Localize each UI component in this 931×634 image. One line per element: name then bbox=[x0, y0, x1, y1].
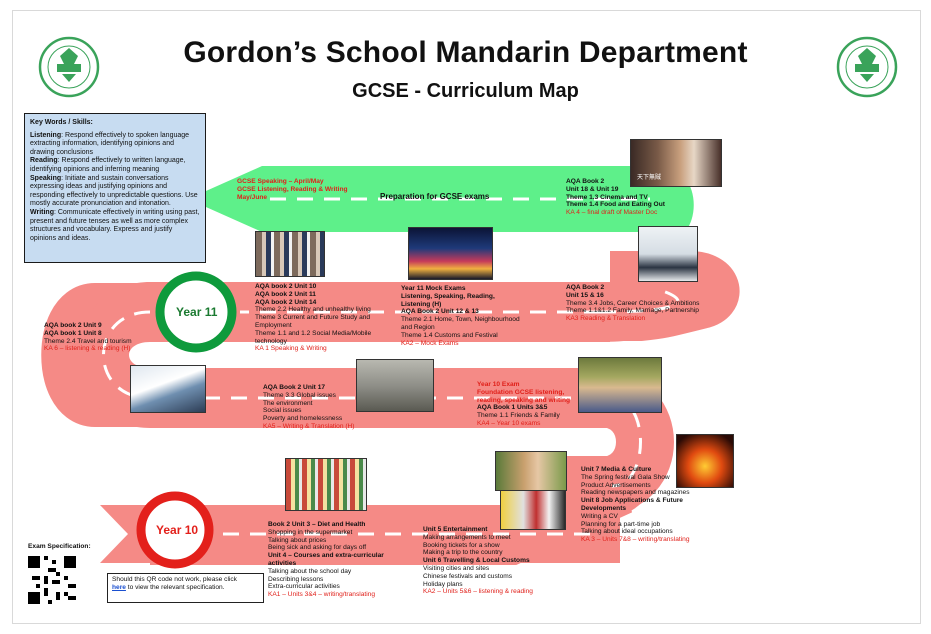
key-words-box: Key Words / Skills: Listening: Respond e… bbox=[24, 113, 206, 263]
job-interview-photo bbox=[638, 226, 698, 282]
key-word-writing: Writing: Communicate effectively in writ… bbox=[30, 208, 200, 242]
family-photo bbox=[578, 357, 662, 413]
units-10-14-block: AQA book 2 Unit 10 AQA book 2 Unit 11 AQ… bbox=[255, 283, 372, 353]
units-9-8-block: AQA book 2 Unit 9 AQA book 1 Unit 8 Them… bbox=[44, 322, 132, 353]
pollution-photo bbox=[356, 359, 434, 412]
key-word-listening: Listening: Respond effectively to spoken… bbox=[30, 131, 190, 156]
city-night-photo bbox=[408, 227, 493, 280]
units-18-19-block: AQA Book 2 Unit 18 & Unit 19 Theme 1.3 C… bbox=[566, 178, 665, 217]
page-border bbox=[12, 10, 921, 624]
school-crest-right bbox=[836, 36, 898, 98]
year10-ring bbox=[136, 491, 214, 569]
key-word-speaking: Speaking: Initiate and sustain conversat… bbox=[30, 174, 198, 208]
gcse-exam-dates: GCSE Speaking – April/May GCSE Listening… bbox=[237, 178, 348, 201]
year11-label: Year 11 bbox=[176, 305, 218, 319]
key-words-heading: Key Words / Skills: bbox=[30, 119, 93, 126]
supermarket-photo bbox=[285, 458, 367, 511]
train-photo bbox=[130, 365, 206, 413]
spec-link[interactable]: here bbox=[112, 584, 126, 592]
units-7-8-block: Unit 7 Media & Culture The Spring festiv… bbox=[581, 466, 690, 544]
school-crest-left bbox=[38, 36, 100, 98]
key-word-reading: Reading: Respond effectively to written … bbox=[30, 157, 186, 173]
year11-ring bbox=[155, 271, 237, 353]
units-15-16-block: AQA Book 2 Unit 15 & 16 Theme 3.4 Jobs, … bbox=[566, 284, 700, 323]
qr-code-icon[interactable] bbox=[28, 556, 76, 604]
year10-exam-block: Year 10 Exam Foundation GCSE listening, … bbox=[477, 381, 571, 427]
cinema-photo: 天下無賊 bbox=[630, 139, 722, 187]
mock-exams-block: Year 11 Mock Exams Listening, Speaking, … bbox=[401, 285, 520, 347]
units-3-4-block: Book 2 Unit 3 – Diet and Health Shopping… bbox=[268, 521, 384, 599]
prep-label: Preparation for GCSE exams bbox=[380, 192, 490, 201]
page-subtitle: GCSE - Curriculum Map bbox=[352, 80, 579, 102]
qr-fallback-note: Should this QR code not work, please cli… bbox=[107, 573, 264, 603]
units-5-6-block: Unit 5 Entertainment Making arrangements… bbox=[423, 526, 533, 596]
unit-17-block: AQA Book 2 Unit 17 Theme 3.3 Global issu… bbox=[263, 384, 355, 430]
exam-spec-label: Exam Specification: bbox=[28, 543, 91, 550]
professions-photo bbox=[255, 231, 325, 277]
festival-dragon-photo bbox=[676, 434, 734, 488]
year10-label: Year 10 bbox=[156, 523, 199, 537]
opera-photo bbox=[500, 490, 566, 530]
friends-photo bbox=[495, 451, 567, 491]
page-title: Gordon’s School Mandarin Department bbox=[183, 36, 748, 69]
